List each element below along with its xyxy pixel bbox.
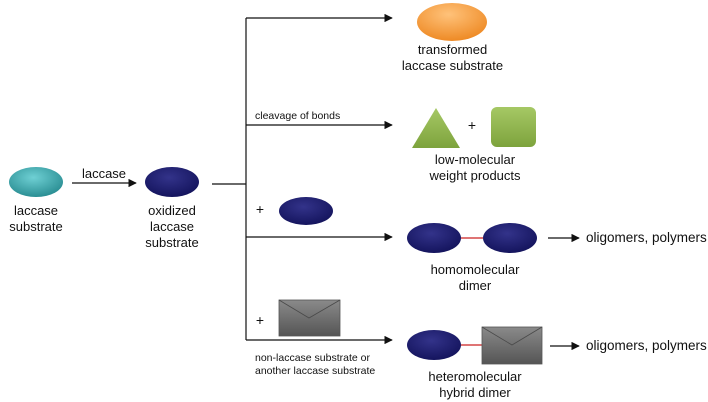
hetero-dimer-label: heteromolecular hybrid dimer [428,369,522,400]
hetero-dimer-ellipse-shape [407,330,461,360]
square-product-shape [491,107,536,147]
envelope-fold [278,299,341,319]
plus-sign-products: + [467,117,477,133]
oxidized-substrate-shape [145,167,199,197]
laccase-enzyme-label: laccase [81,166,127,181]
homo-dimer-left-shape [407,223,461,253]
non-laccase-label: non-laccase substrate or another laccase… [255,352,376,377]
envelope-fold-2 [481,326,543,346]
oxidized-substrate-label: oxidized laccase substrate [145,203,199,250]
hetero-oligomers-label: oligomers, polymers [586,338,707,353]
transformed-substrate-shape [417,3,487,41]
plus-sign-homo: + [255,201,265,217]
laccase-substrate-shape [9,167,63,197]
triangle-product-shape [412,108,460,148]
transformed-substrate-label: transformed laccase substrate [401,42,504,73]
added-oxidized-substrate-shape [279,197,333,225]
cleavage-label: cleavage of bonds [255,110,341,122]
laccase-substrate-label: laccase substrate [9,203,63,234]
homo-dimer-label: homomolecular dimer [430,262,520,293]
homo-oligomers-label: oligomers, polymers [586,230,707,245]
homo-dimer-right-shape [483,223,537,253]
plus-sign-hetero: + [255,312,265,328]
low-molecular-label: low-molecular weight products [429,152,521,183]
